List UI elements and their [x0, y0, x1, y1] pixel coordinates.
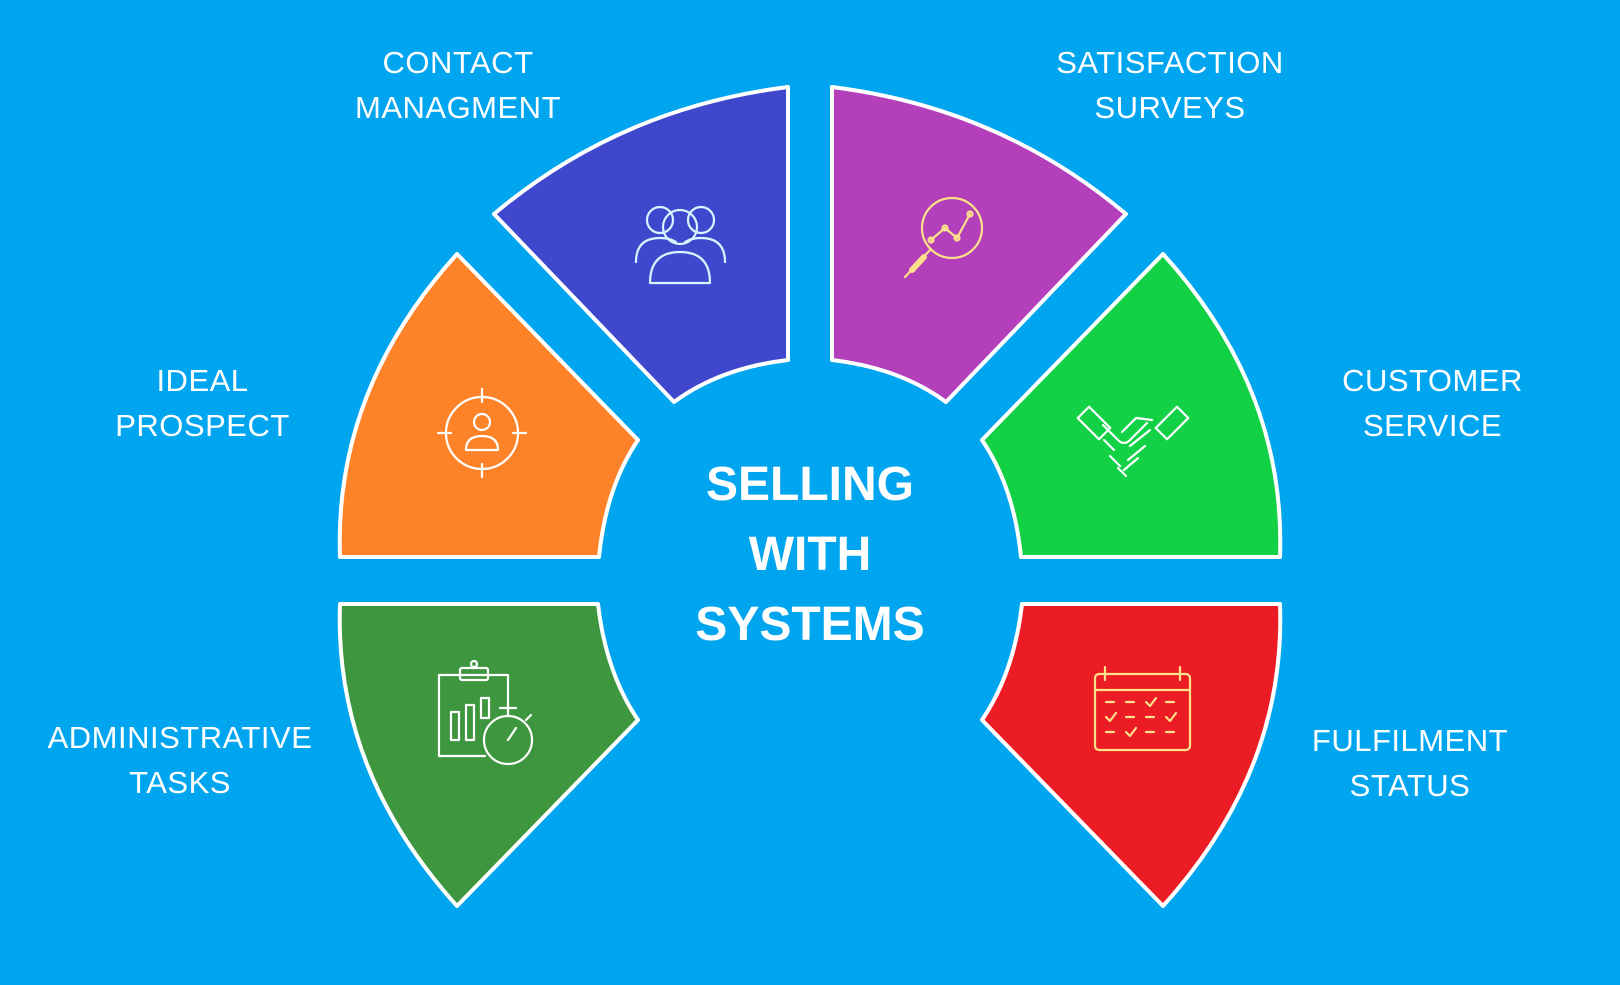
label-administrative-tasks: ADMINISTRATIVE TASKS	[40, 715, 320, 805]
label-customer-service-line2: SERVICE	[1362, 408, 1503, 443]
label-fulfilment-status-line2: STATUS	[1349, 768, 1471, 803]
calendar-icon	[1093, 665, 1192, 752]
segment-satisfaction-surveys	[830, 85, 1128, 404]
segment-ideal-prospect	[337, 252, 640, 559]
label-contact-management-line2: MANAGMENT	[355, 90, 561, 125]
label-fulfilment-status: FULFILMENT STATUS	[1300, 718, 1520, 808]
group-users-icon	[634, 205, 727, 285]
magnifier-chart-icon	[903, 196, 984, 279]
label-contact-management-line1: CONTACT	[382, 45, 534, 80]
label-administrative-tasks-line2: TASKS	[129, 765, 231, 800]
clipboard-stopwatch-icon	[437, 659, 534, 766]
center-title: SELLING WITH SYSTEMS	[630, 450, 990, 660]
label-customer-service: CUSTOMER SERVICE	[1330, 358, 1535, 448]
label-ideal-prospect: IDEAL PROSPECT	[100, 358, 305, 448]
label-administrative-tasks-line1: ADMINISTRATIVE	[47, 720, 313, 755]
label-contact-management: CONTACT MANAGMENT	[338, 40, 578, 130]
segment-customer-service	[980, 252, 1283, 559]
label-fulfilment-status-line1: FULFILMENT	[1311, 723, 1509, 758]
target-person-icon	[436, 387, 528, 479]
center-title-line3: SYSTEMS	[695, 598, 925, 651]
label-satisfaction-surveys: SATISFACTION SURVEYS	[1040, 40, 1300, 130]
handshake-icon	[1076, 405, 1190, 478]
label-ideal-prospect-line2: PROSPECT	[115, 408, 290, 443]
label-satisfaction-surveys-line1: SATISFACTION	[1056, 45, 1284, 80]
label-customer-service-line1: CUSTOMER	[1342, 363, 1523, 398]
label-ideal-prospect-line1: IDEAL	[156, 363, 249, 398]
label-satisfaction-surveys-line2: SURVEYS	[1094, 90, 1246, 125]
segment-fulfilment-status	[980, 602, 1283, 908]
center-title-line1: SELLING	[705, 458, 914, 511]
center-title-line2: WITH	[748, 528, 872, 581]
